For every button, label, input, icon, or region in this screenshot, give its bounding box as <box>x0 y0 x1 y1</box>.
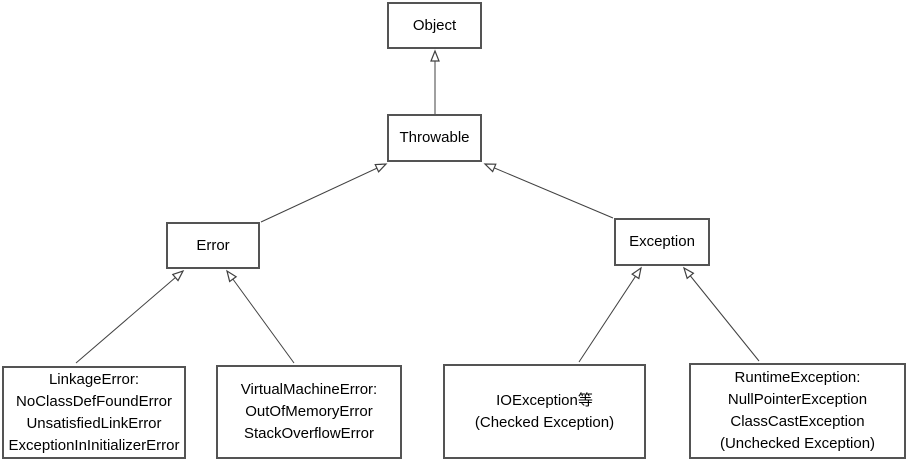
connector-error-to-throwable <box>260 163 388 223</box>
node-linkage-error-title: LinkageError: <box>48 370 140 388</box>
connector-exception-to-throwable <box>483 163 614 219</box>
node-io-exception-note: (Checked Exception) <box>474 413 615 431</box>
node-runtime-exception: RuntimeException: NullPointerException C… <box>689 363 906 459</box>
node-io-exception-title: IOException等 <box>496 391 593 409</box>
node-exception: Exception <box>614 218 710 266</box>
node-error: Error <box>166 222 260 269</box>
node-runtime-exception-note: (Unchecked Exception) <box>719 435 876 452</box>
node-virtual-machine-error-line: OutOfMemoryError <box>245 403 373 420</box>
node-runtime-exception-line: NullPointerException <box>727 391 868 408</box>
node-object: Object <box>387 2 482 49</box>
node-error-label: Error <box>196 236 230 254</box>
connector-runtimeexception-to-exception <box>682 266 760 362</box>
node-exception-label: Exception <box>629 233 695 250</box>
connector-ioexception-to-exception <box>578 266 642 363</box>
node-throwable-label: Throwable <box>399 129 470 146</box>
connector-linkageerror-to-error <box>75 269 185 364</box>
node-io-exception: IOException等 (Checked Exception) <box>443 364 646 459</box>
node-object-label: Object <box>412 16 457 34</box>
connector-virtualmachineerror-to-error <box>226 269 295 364</box>
node-runtime-exception-title: RuntimeException: <box>734 369 861 386</box>
node-virtual-machine-error: VirtualMachineError: OutOfMemoryError St… <box>216 365 402 459</box>
node-linkage-error-line: NoClassDefFoundError <box>16 392 172 410</box>
node-virtual-machine-error-line: StackOverflowError <box>243 425 375 442</box>
node-linkage-error-line: UnsatisfiedLinkError <box>26 414 162 432</box>
node-linkage-error-line: ExceptionInInitializerError <box>8 436 180 454</box>
node-throwable: Throwable <box>387 114 482 162</box>
node-runtime-exception-line: ClassCastException <box>730 413 865 430</box>
node-virtual-machine-error-title: VirtualMachineError: <box>240 381 378 398</box>
node-linkage-error: LinkageError: NoClassDefFoundError Unsat… <box>2 366 186 459</box>
